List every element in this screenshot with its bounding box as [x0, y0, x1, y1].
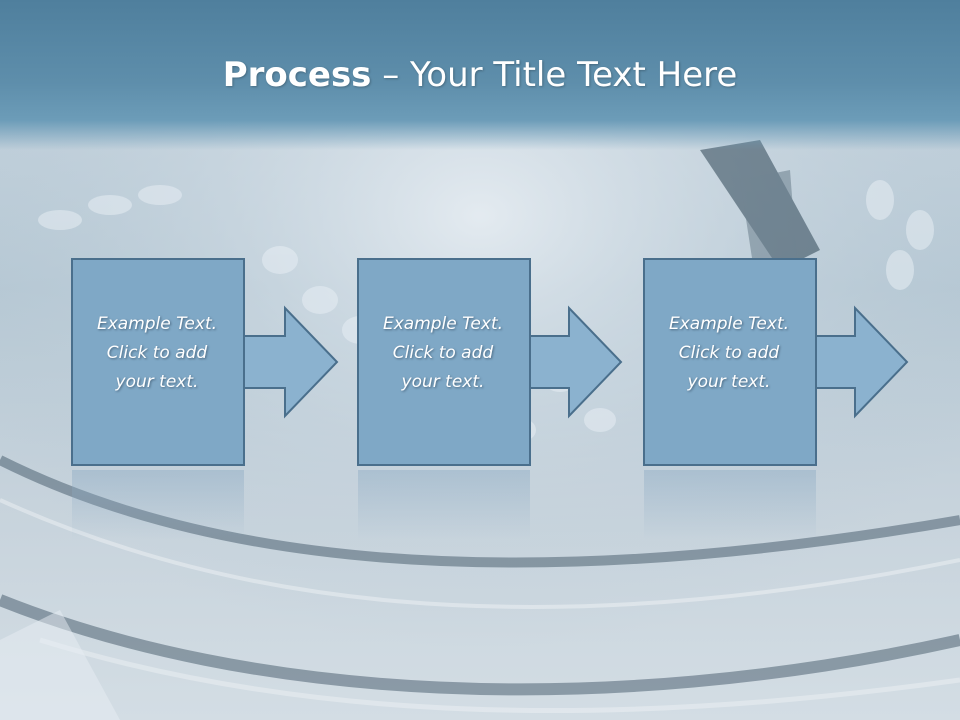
- step-1-text[interactable]: Example Text. Click to add your text.: [71, 310, 243, 397]
- step-3-text[interactable]: Example Text. Click to add your text.: [643, 310, 815, 397]
- step-2-line-3: your text.: [401, 372, 485, 392]
- step-3-reflection: [644, 470, 816, 540]
- step-1-shape: [71, 258, 339, 466]
- step-1-reflection: [72, 470, 244, 540]
- step-1-box: [71, 258, 245, 466]
- step-3-line-3: your text.: [687, 372, 771, 392]
- slide-title[interactable]: Process – Your Title Text Here: [0, 50, 960, 100]
- step-1-arrow-icon: [242, 305, 339, 419]
- step-2-line-1: Example Text.: [382, 314, 504, 334]
- process-step-3[interactable]: Example Text. Click to add your text.: [643, 258, 913, 468]
- step-1-line-2: Click to add: [106, 343, 208, 363]
- step-2-shape: [357, 258, 623, 466]
- step-2-text[interactable]: Example Text. Click to add your text.: [357, 310, 529, 397]
- step-1-line-1: Example Text.: [96, 314, 218, 334]
- title-rest-text: – Your Title Text Here: [371, 55, 738, 95]
- step-2-line-2: Click to add: [392, 343, 494, 363]
- process-step-2[interactable]: Example Text. Click to add your text.: [357, 258, 627, 468]
- step-3-line-2: Click to add: [678, 343, 780, 363]
- step-3-shape: [643, 258, 909, 466]
- step-2-reflection: [358, 470, 530, 540]
- step-3-box: [643, 258, 817, 466]
- step-1-line-3: your text.: [115, 372, 199, 392]
- step-3-line-1: Example Text.: [668, 314, 790, 334]
- process-step-1[interactable]: Example Text. Click to add your text.: [71, 258, 341, 468]
- title-bold-text: Process: [222, 55, 372, 95]
- step-3-arrow-icon: [814, 305, 909, 419]
- title-band: [0, 0, 960, 150]
- step-2-box: [357, 258, 531, 466]
- step-2-arrow-icon: [528, 305, 623, 419]
